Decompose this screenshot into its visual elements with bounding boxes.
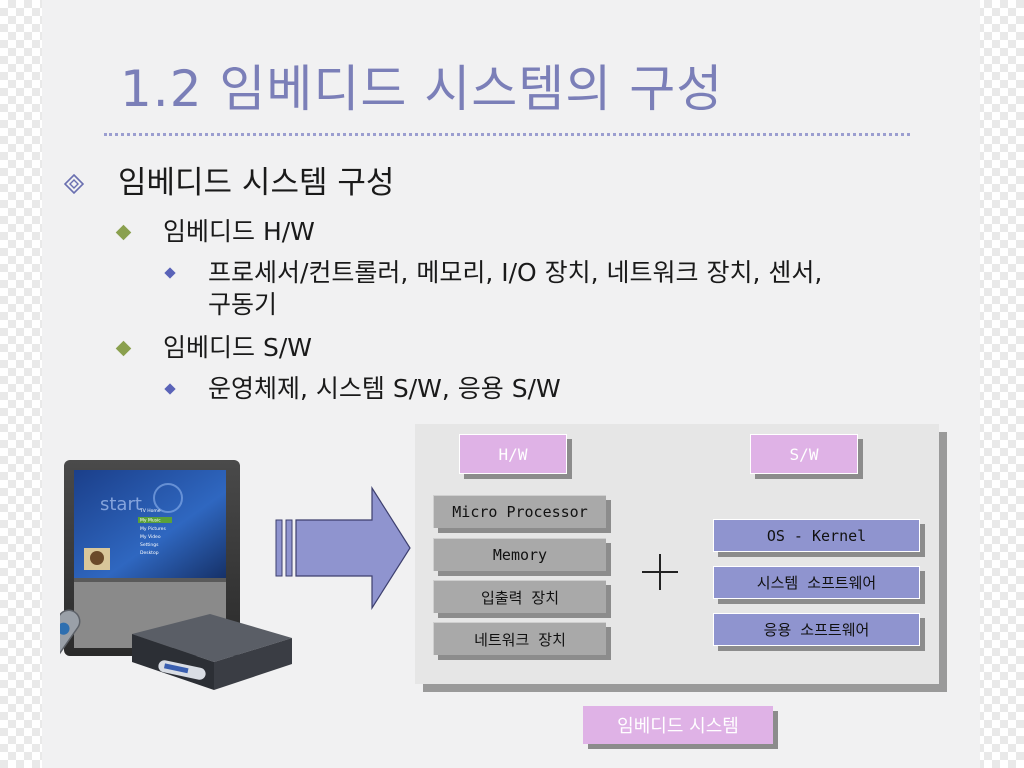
hw-item-network-device: 네트워크 장치	[433, 622, 606, 655]
tv-start-text: start	[100, 494, 142, 515]
media-center-tv-image: start TV Home My Music My Pictures My Vi…	[60, 460, 292, 690]
hw-item-micro-processor: Micro Processor	[433, 495, 606, 528]
bullet-embedded-hw: 임베디드 H/W	[163, 217, 315, 246]
hw-tag: H/W	[459, 434, 567, 474]
hw-item-memory: Memory	[433, 538, 606, 571]
sw-item-system-software: 시스템 소프트웨어	[713, 566, 920, 599]
svg-text:Desktop: Desktop	[140, 550, 159, 556]
title-divider	[104, 133, 910, 136]
bullet-embedded-sw: 임베디드 S/W	[163, 333, 312, 362]
bullet-hw-detail-line1: 프로세서/컨트롤러, 메모리, I/O 장치, 네트워크 장치, 센서,	[208, 258, 823, 287]
sw-tag: S/W	[750, 434, 858, 474]
sw-item-os-kernel: OS - Kernel	[713, 519, 920, 552]
svg-text:Settings: Settings	[140, 542, 159, 548]
svg-text:My Video: My Video	[140, 534, 161, 540]
svg-text:My Music: My Music	[140, 518, 161, 524]
svg-text:My Pictures: My Pictures	[140, 526, 166, 532]
page-title: 1.2 임베디드 시스템의 구성	[120, 60, 724, 118]
bullet-embedded-system-composition: 임베디드 시스템 구성	[118, 165, 395, 201]
right-arrow-icon	[275, 486, 411, 610]
hw-item-io-device: 입출력 장치	[433, 580, 606, 613]
diamond-outline-bullet-icon	[64, 174, 84, 194]
bullet-hw-detail-line2: 구동기	[208, 290, 278, 319]
sw-item-application-software: 응용 소프트웨어	[713, 613, 920, 646]
svg-text:TV Home: TV Home	[139, 508, 161, 514]
plus-icon	[642, 554, 678, 590]
bullet-sw-detail: 운영체제, 시스템 S/W, 응용 S/W	[208, 374, 561, 403]
embedded-system-tag: 임베디드 시스템	[583, 706, 773, 744]
